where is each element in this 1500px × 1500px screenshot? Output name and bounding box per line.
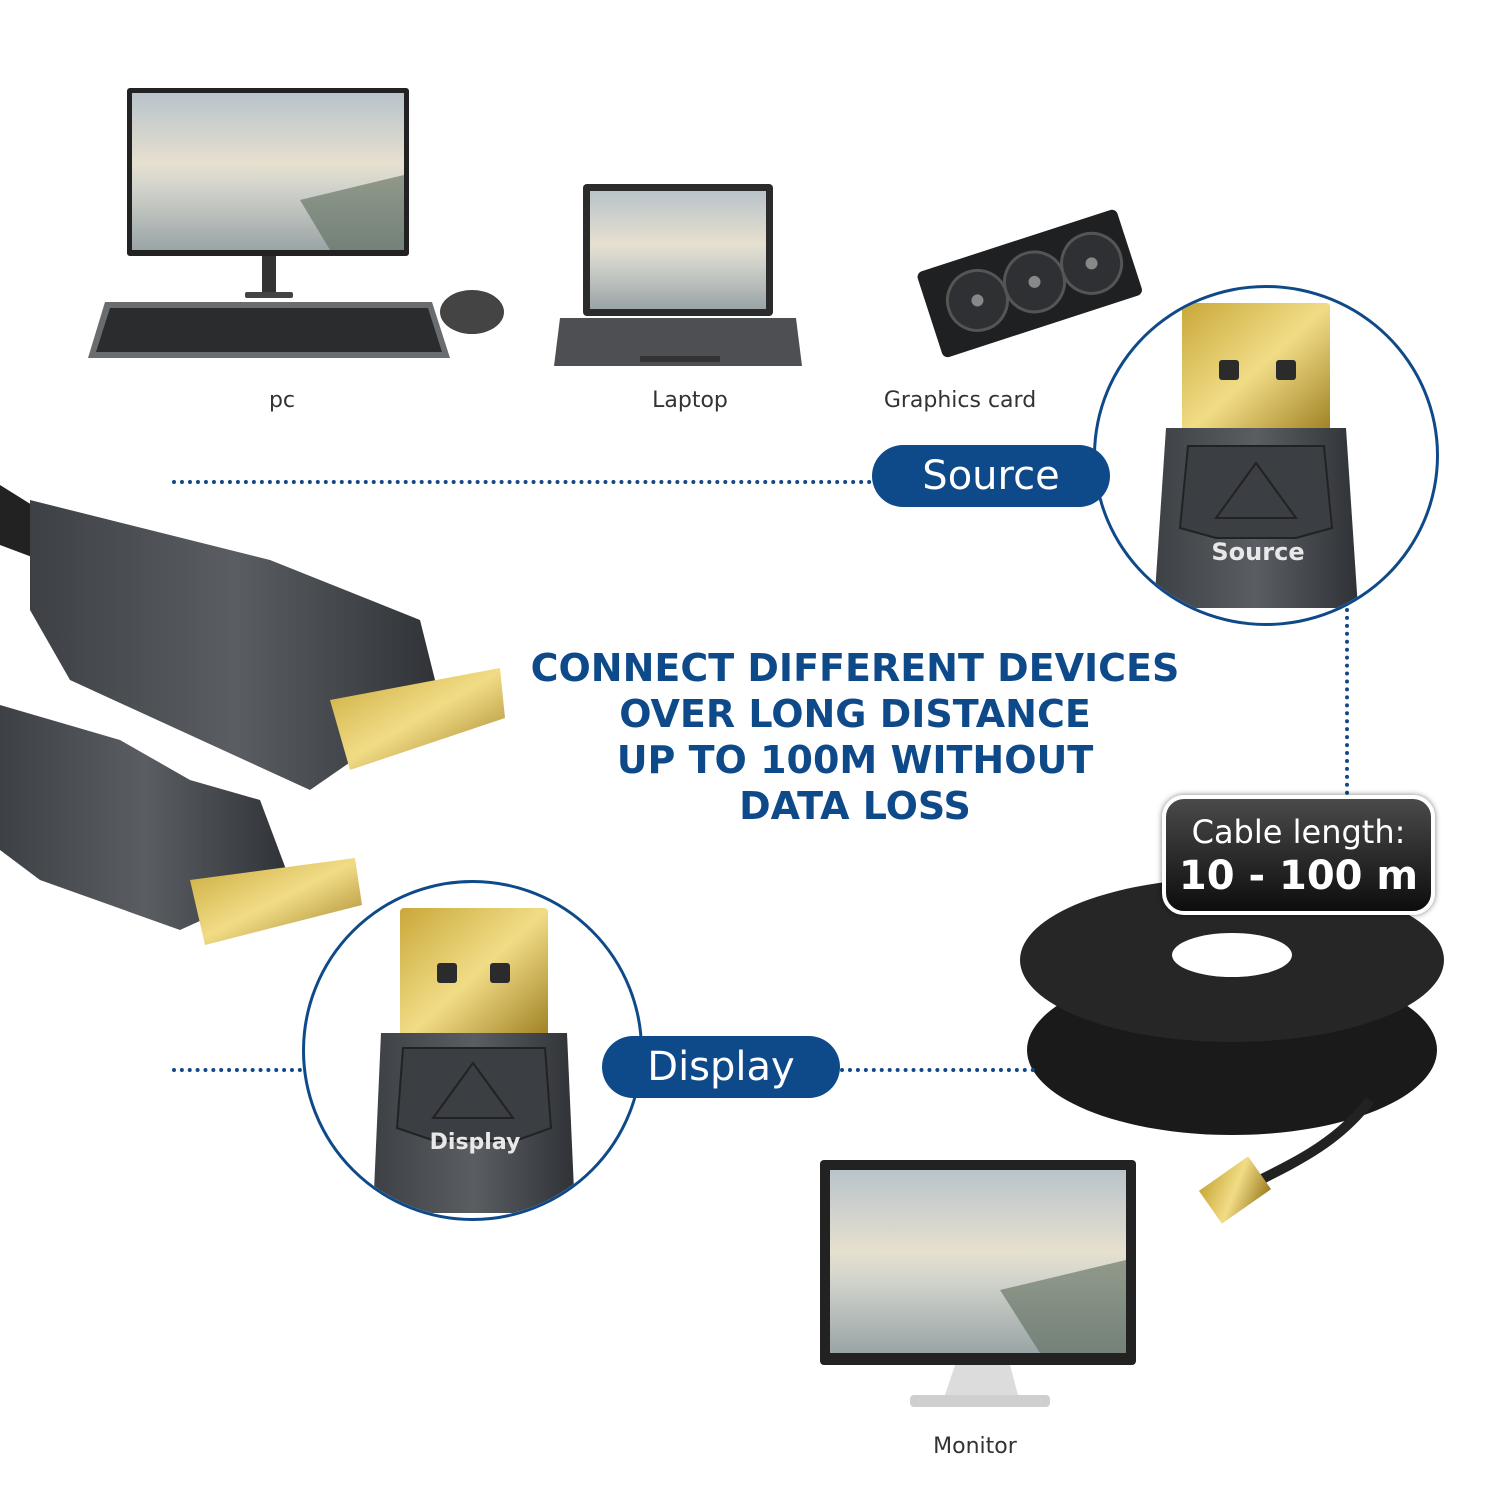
source-connector-line: [172, 480, 872, 484]
display-pill: Display: [602, 1036, 840, 1098]
headline-line-2: OVER LONG DISTANCE: [619, 692, 1091, 736]
display-connector-line-right: [840, 1068, 1035, 1072]
cable-length-value: 10 - 100 m: [1178, 853, 1419, 899]
pc-label: pc: [268, 388, 296, 413]
cable-length-badge: Cable length: 10 - 100 m: [1162, 795, 1435, 915]
source-closeup-circle: Source: [1093, 285, 1439, 626]
graphics-card-label: Graphics card: [883, 388, 1037, 413]
headline-line-1: CONNECT DIFFERENT DEVICES: [530, 646, 1180, 690]
cable-length-label: Cable length:: [1191, 813, 1406, 851]
source-connector-image: Source: [1154, 303, 1358, 608]
keyboard-image: [88, 302, 450, 358]
source-pill: Source: [872, 445, 1110, 507]
mouse-image: [440, 290, 504, 334]
laptop-image: [554, 184, 802, 366]
headline-line-3: UP TO 100M WITHOUT: [616, 738, 1094, 782]
laptop-label: Laptop: [652, 388, 728, 413]
headline-line-4: DATA LOSS: [739, 784, 971, 828]
cable-connectors-image: [0, 485, 505, 945]
monitor-image: [820, 1160, 1136, 1407]
monitor-label: Monitor: [933, 1434, 1017, 1459]
pc-monitor-image: [127, 88, 409, 298]
spool-connector-line: [1345, 600, 1349, 795]
display-closeup-circle: Display: [302, 880, 643, 1221]
headline: CONNECT DIFFERENT DEVICES OVER LONG DIST…: [520, 645, 1190, 829]
graphics-card-image: [917, 209, 1142, 358]
cable-spool-image: [1020, 878, 1444, 1224]
display-connector-line-left: [172, 1068, 302, 1072]
source-connector-text: Source: [1211, 538, 1304, 566]
display-connector-image: Display: [373, 908, 575, 1213]
display-connector-text: Display: [430, 1130, 521, 1155]
